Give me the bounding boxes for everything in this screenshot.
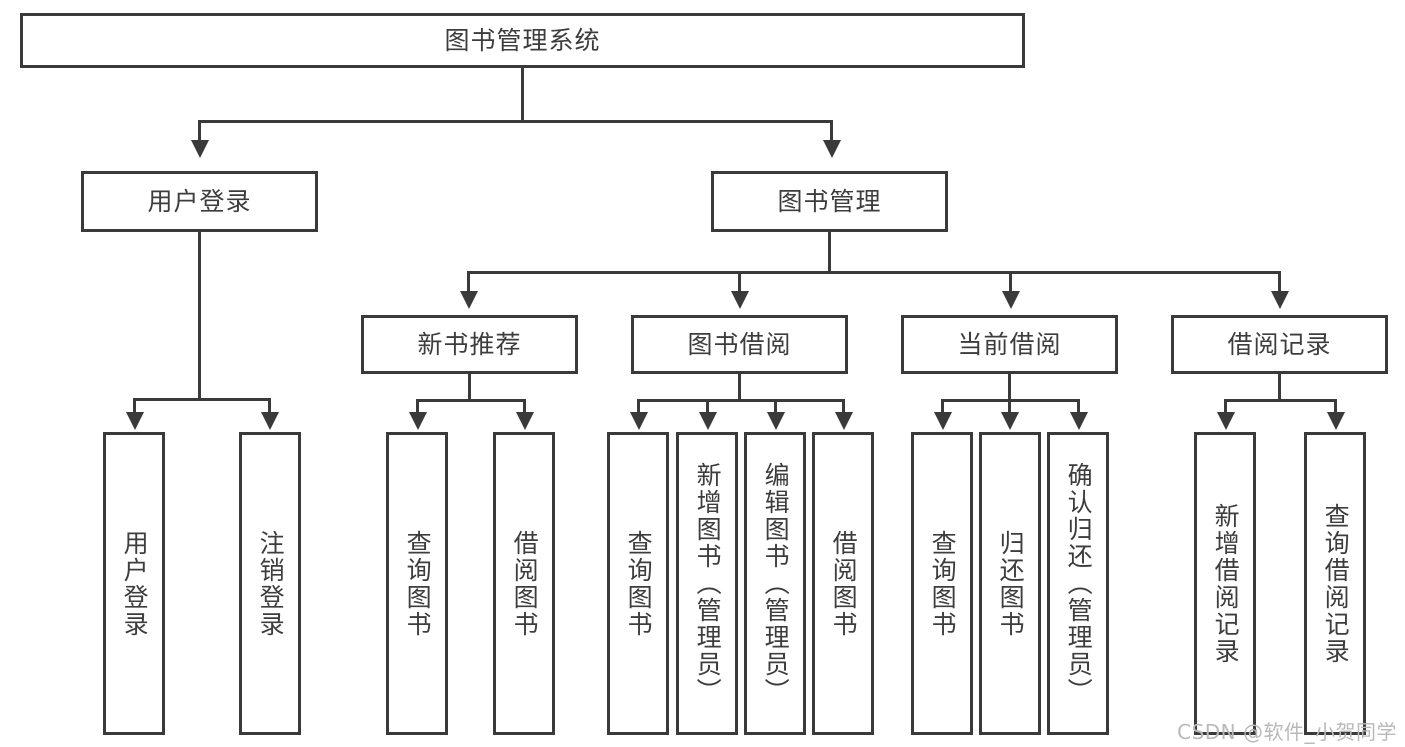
connector-level3-drop-4: [1278, 271, 1281, 293]
node-label: 图书借阅: [687, 329, 792, 359]
connector-level3-drop-2: [738, 271, 741, 293]
connector-current-borrow-drop-2: [1008, 399, 1011, 414]
node-root-system[interactable]: 图书管理系统: [20, 13, 1025, 68]
node-label: 借阅图书: [510, 529, 540, 638]
connector-borrow-record-stem: [1278, 374, 1281, 400]
leaf-borrow-record-2[interactable]: 查询借阅记录: [1304, 432, 1366, 735]
connector-borrow-record-drop-1: [1224, 399, 1227, 414]
node-current-borrow[interactable]: 当前借阅: [901, 315, 1118, 374]
node-label: 新增借阅记录: [1211, 502, 1241, 665]
leaf-current-borrow-2[interactable]: 归还图书: [979, 432, 1041, 735]
node-new-book-recommend[interactable]: 新书推荐: [361, 315, 578, 374]
arrowhead-current-borrow-leaf-2: [1001, 412, 1019, 430]
leaf-book-borrow-3[interactable]: 编辑图书（管理员）: [744, 432, 806, 735]
connector-borrow-record-drop-2: [1334, 399, 1337, 414]
connector-level3-drop-3: [1009, 271, 1012, 293]
leaf-book-borrow-4[interactable]: 借阅图书: [812, 432, 874, 735]
connector-current-borrow-drop-3: [1077, 399, 1080, 414]
node-label: 确认归还（管理员）: [1064, 462, 1094, 705]
connector-level3-drop-1: [467, 271, 470, 293]
connector-borrow-record-bus: [1224, 399, 1337, 402]
arrowhead-new-book-leaf-1: [409, 412, 427, 430]
node-borrow-record[interactable]: 借阅记录: [1171, 315, 1388, 374]
node-label: 归还图书: [996, 529, 1026, 638]
arrowhead-user-login-leaf-2: [261, 412, 279, 430]
connector-new-book-stem: [468, 374, 471, 400]
connector-root-bus: [198, 120, 833, 123]
leaf-new-book-2[interactable]: 借阅图书: [493, 432, 555, 735]
connector-book-borrow-stem: [738, 374, 741, 400]
node-label: 查询图书: [624, 529, 654, 638]
arrowhead-to-user-login: [191, 140, 209, 158]
arrowhead-to-book-manage: [823, 140, 841, 158]
leaf-current-borrow-3[interactable]: 确认归还（管理员）: [1047, 432, 1109, 735]
connector-level3-bus: [467, 271, 1281, 274]
connector-current-borrow-stem: [1008, 374, 1011, 400]
node-label: 新增图书（管理员）: [693, 462, 723, 705]
leaf-new-book-1[interactable]: 查询图书: [386, 432, 448, 735]
leaf-book-borrow-1[interactable]: 查询图书: [607, 432, 669, 735]
connector-user-login-drop-2: [268, 398, 271, 414]
node-label: 编辑图书（管理员）: [761, 462, 791, 705]
node-label: 查询借阅记录: [1321, 502, 1351, 665]
connector-root-drop-left: [198, 120, 201, 142]
arrowhead-book-borrow-leaf-2: [699, 412, 717, 430]
arrowhead-current-borrow-leaf-3: [1070, 412, 1088, 430]
connector-book-borrow-drop-2: [706, 399, 709, 414]
leaf-user-login-1[interactable]: 用户登录: [103, 432, 165, 735]
node-label: 借阅图书: [829, 529, 859, 638]
arrowhead-book-borrow-leaf-1: [630, 412, 648, 430]
connector-current-borrow-drop-1: [941, 399, 944, 414]
node-label: 当前借阅: [957, 329, 1062, 359]
connector-book-manage-stem: [828, 232, 831, 272]
arrowhead-to-borrow-record: [1271, 291, 1289, 309]
connector-user-login-bus: [133, 398, 270, 401]
connector-new-book-bus: [416, 399, 526, 402]
connector-user-login-drop-1: [133, 398, 136, 414]
leaf-book-borrow-2[interactable]: 新增图书（管理员）: [676, 432, 738, 735]
node-book-management[interactable]: 图书管理: [711, 171, 948, 232]
node-label: 借阅记录: [1227, 329, 1332, 359]
connector-root-drop-right: [830, 120, 833, 142]
leaf-user-login-2[interactable]: 注销登录: [239, 432, 301, 735]
arrowhead-new-book-leaf-2: [516, 412, 534, 430]
csdn-watermark: CSDN @软件_小贺同学: [1177, 720, 1397, 744]
connector-book-borrow-bus: [637, 399, 845, 402]
node-label: 查询图书: [403, 529, 433, 638]
arrowhead-book-borrow-leaf-4: [835, 412, 853, 430]
connector-root-stem: [521, 68, 524, 120]
node-user-login[interactable]: 用户登录: [81, 171, 318, 232]
node-label: 查询图书: [928, 529, 958, 638]
arrowhead-current-borrow-leaf-1: [934, 412, 952, 430]
leaf-current-borrow-1[interactable]: 查询图书: [911, 432, 973, 735]
connector-user-login-stem: [198, 232, 201, 398]
arrowhead-user-login-leaf-1: [126, 412, 144, 430]
connector-new-book-drop-1: [416, 399, 419, 414]
node-label: 图书管理系统: [444, 25, 601, 55]
node-label: 图书管理: [777, 186, 882, 216]
node-book-borrow[interactable]: 图书借阅: [631, 315, 848, 374]
arrowhead-book-borrow-leaf-3: [767, 412, 785, 430]
node-label: 注销登录: [256, 529, 286, 638]
node-label: 用户登录: [147, 186, 252, 216]
connector-new-book-drop-2: [523, 399, 526, 414]
node-label: 新书推荐: [417, 329, 522, 359]
arrowhead-borrow-record-leaf-2: [1327, 412, 1345, 430]
connector-book-borrow-drop-3: [774, 399, 777, 414]
arrowhead-to-book-borrow: [731, 291, 749, 309]
arrowhead-borrow-record-leaf-1: [1217, 412, 1235, 430]
connector-book-borrow-drop-4: [842, 399, 845, 414]
arrowhead-to-current-borrow: [1002, 291, 1020, 309]
leaf-borrow-record-1[interactable]: 新增借阅记录: [1194, 432, 1256, 735]
node-label: 用户登录: [120, 529, 150, 638]
arrowhead-to-new-book: [460, 291, 478, 309]
connector-book-borrow-drop-1: [637, 399, 640, 414]
